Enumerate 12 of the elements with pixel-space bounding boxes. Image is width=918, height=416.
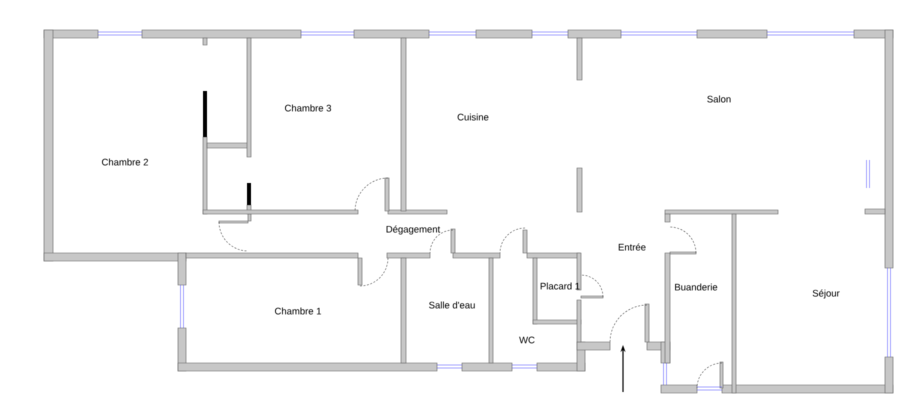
room-label: Dégagement [386,226,440,234]
room-label: Salle d'eau [429,302,475,308]
room-label: Séjour [812,290,840,298]
room-label: Entrée [618,243,646,251]
room-label: WC [519,336,535,344]
room-label: Cuisine [458,114,488,120]
room-label: Chambre 2 [102,158,148,166]
room-label: Buanderie [675,284,718,290]
room-label: Chambre 1 [275,308,322,314]
room-label: Salon [707,96,731,102]
room-label: Placard 1 [540,282,580,290]
room-label: Chambre 3 [285,104,332,112]
